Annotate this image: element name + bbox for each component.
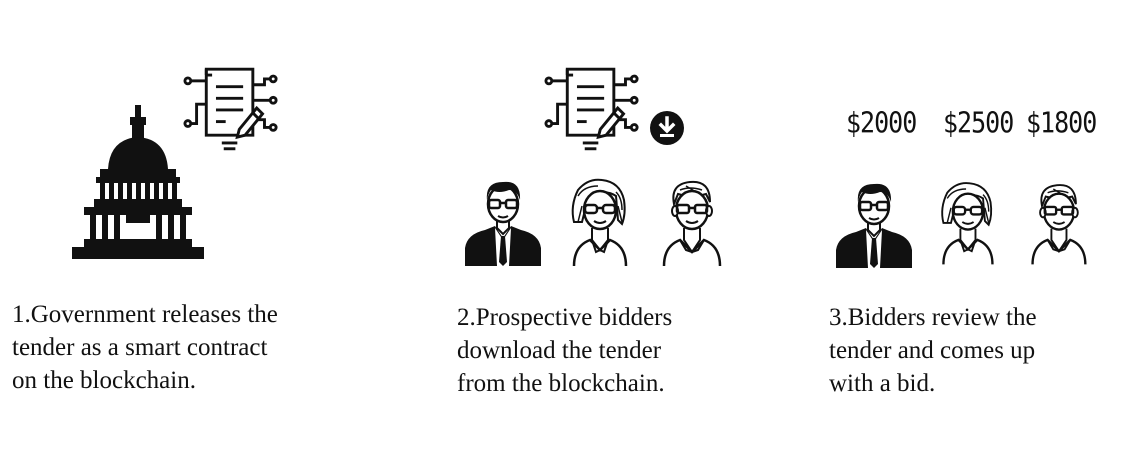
step-1-caption: 1.Government releases the tender as a sm… [12,298,278,397]
bid-amount: $1800 [1026,105,1097,140]
man-avatar-icon [1025,178,1091,266]
caption-line: 2.Prospective bidders [457,304,673,331]
businessman-avatar-icon [463,176,543,266]
woman-avatar-icon [564,176,634,266]
businessman-avatar-icon [834,178,914,268]
caption-line: on the blockchain. [12,367,196,394]
smart-contract-document-icon [183,63,280,155]
woman-avatar-icon [934,178,1000,266]
download-icon [650,111,684,145]
caption-line: 1.Government releases the [12,301,278,328]
capitol-building-icon [72,105,204,259]
man-avatar-icon [656,176,726,266]
step-3-caption: 3.Bidders review the tender and comes up… [829,301,1037,400]
smart-contract-document-icon [544,63,641,155]
caption-line: from the blockchain. [457,370,665,397]
caption-line: download the tender [457,337,662,364]
caption-line: tender as a smart contract [12,334,268,361]
bid-amount: $2500 [943,105,1014,140]
caption-line: 3.Bidders review the [829,304,1037,331]
step-2-caption: 2.Prospective bidders download the tende… [457,301,672,400]
caption-line: with a bid. [829,370,936,397]
caption-line: tender and comes up [829,337,1036,364]
bid-amount: $2000 [846,105,917,140]
